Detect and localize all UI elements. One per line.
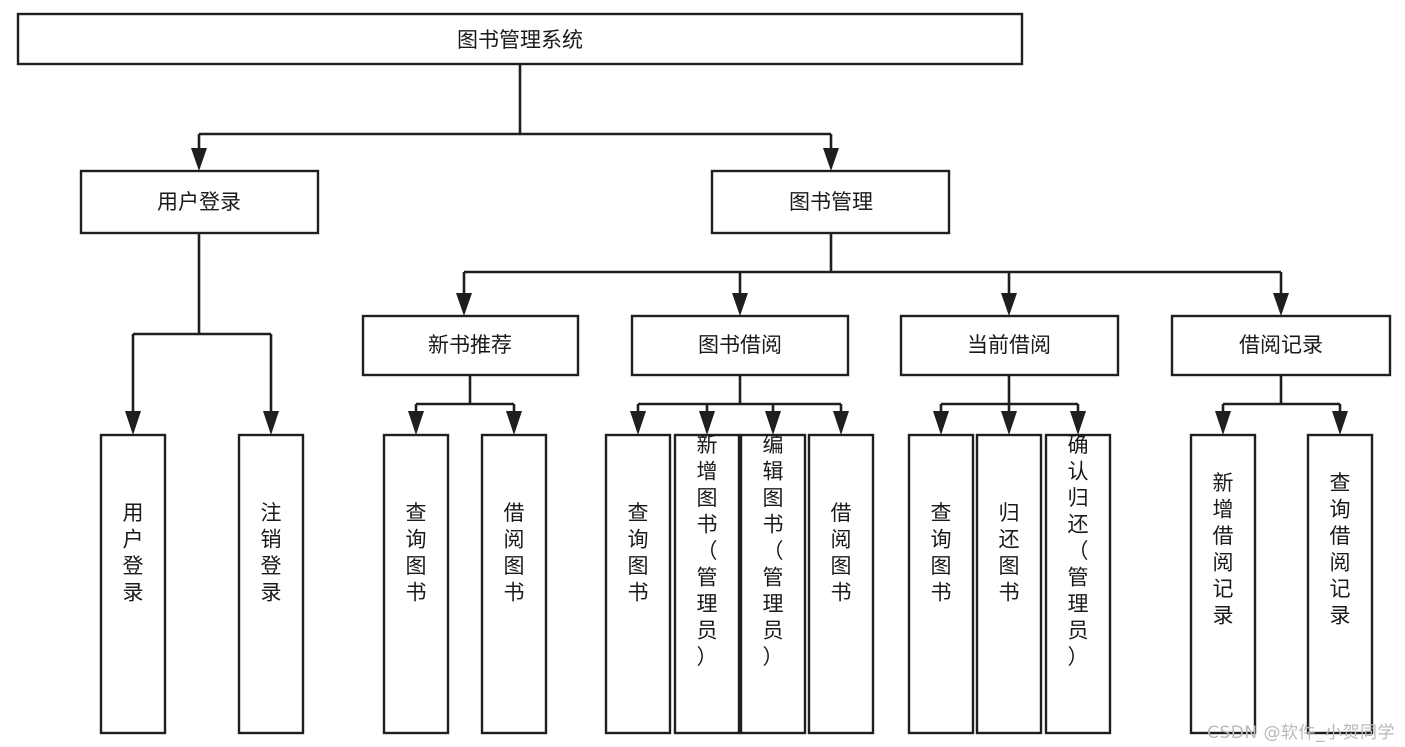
leaf-user-login-logout-box[interactable]	[237, 433, 305, 735]
leaf-user-login-logout[interactable]: 注销登录	[237, 433, 305, 735]
leaf-borrowrecord-add-record-label: 新增借阅记录	[1213, 471, 1234, 628]
leaf-currentborrow-return-book-box[interactable]	[975, 433, 1043, 735]
arrow-head-bookborrow-leaf-2	[699, 411, 715, 435]
node-book-borrow-box[interactable]	[630, 314, 850, 377]
leaf-bookborrow-add-book[interactable]: 新增图书（管理员）	[673, 433, 741, 735]
leaf-borrowrecord-query-record-label: 查询借阅记录	[1330, 471, 1351, 628]
leaf-borrowrecord-add-record[interactable]: 新增借阅记录	[1189, 433, 1257, 735]
arrow-head-newbook-leaf-2	[506, 411, 522, 435]
arrow-head-current-borrow	[1001, 293, 1017, 316]
arrow-head-book-borrow	[732, 293, 748, 316]
leaf-borrowrecord-query-record[interactable]: 查询借阅记录	[1306, 433, 1374, 735]
node-current-borrow[interactable]: 当前借阅	[899, 314, 1120, 377]
arrow-head-user-login	[191, 148, 207, 171]
arrow-head-userlogin-leaf-2	[263, 411, 279, 435]
arrow-head-borrowrecord-leaf-2	[1332, 411, 1348, 435]
node-current-borrow-box[interactable]	[899, 314, 1120, 377]
leaf-newbook-query-book[interactable]: 查询图书	[382, 433, 450, 735]
node-user-login-box[interactable]	[79, 169, 320, 235]
node-book-management-box[interactable]	[710, 169, 951, 235]
connectors-layer	[125, 64, 1348, 435]
leaf-bookborrow-borrow-book[interactable]: 借阅图书	[807, 433, 875, 735]
arrow-head-bookborrow-leaf-4	[833, 411, 849, 435]
leaf-bookborrow-edit-book[interactable]: 编辑图书（管理员）	[739, 433, 807, 735]
node-root-box[interactable]	[16, 12, 1024, 66]
node-new-book-recommend-box[interactable]	[361, 314, 580, 377]
leaf-newbook-borrow-book[interactable]: 借阅图书	[480, 433, 548, 735]
leaf-currentborrow-query-book-box[interactable]	[907, 433, 975, 735]
leaf-user-login-login-box[interactable]	[99, 433, 167, 735]
leaf-bookborrow-edit-book-label: 编辑图书（管理员）	[763, 433, 784, 669]
arrow-head-borrowrecord-leaf-1	[1215, 411, 1231, 435]
leaf-newbook-borrow-book-label: 借阅图书	[504, 501, 525, 605]
arrow-head-currentborrow-leaf-2	[1001, 411, 1017, 435]
arrow-head-borrow-record	[1273, 293, 1289, 316]
leaf-bookborrow-query-book-label: 查询图书	[628, 501, 649, 605]
arrow-head-new-book	[456, 293, 472, 316]
node-root-label: 图书管理系统	[457, 28, 583, 52]
arrow-head-book-mgmt	[823, 148, 839, 171]
leaf-newbook-query-book-box[interactable]	[382, 433, 450, 735]
leaf-bookborrow-add-book-box[interactable]	[673, 433, 741, 735]
arrow-head-bookborrow-leaf-1	[630, 411, 646, 435]
leaf-borrowrecord-query-record-box[interactable]	[1306, 433, 1374, 735]
node-borrow-record-label: 借阅记录	[1239, 333, 1323, 357]
leaf-currentborrow-confirm-return-box[interactable]	[1044, 433, 1112, 735]
arrow-head-bookborrow-leaf-3	[765, 411, 781, 435]
arrow-head-currentborrow-leaf-1	[933, 411, 949, 435]
leaf-bookborrow-borrow-book-label: 借阅图书	[831, 501, 852, 605]
leaf-user-login-logout-label: 注销登录	[261, 501, 282, 605]
leaf-bookborrow-query-book[interactable]: 查询图书	[604, 433, 672, 735]
leaf-currentborrow-return-book-label: 归还图书	[999, 501, 1020, 605]
leaf-user-login-login-label: 用户登录	[123, 501, 144, 605]
node-book-management[interactable]: 图书管理	[710, 169, 951, 235]
leaf-bookborrow-add-book-label: 新增图书（管理员）	[697, 433, 718, 669]
node-book-borrow[interactable]: 图书借阅	[630, 314, 850, 377]
leaf-newbook-query-book-label: 查询图书	[406, 501, 427, 605]
leaf-bookborrow-borrow-book-box[interactable]	[807, 433, 875, 735]
node-root[interactable]: 图书管理系统	[16, 12, 1024, 66]
arrow-head-newbook-leaf-1	[408, 411, 424, 435]
leaf-user-login-login[interactable]: 用户登录	[99, 433, 167, 735]
leaf-currentborrow-confirm-return-label: 确认归还（管理员）	[1068, 433, 1089, 669]
node-current-borrow-label: 当前借阅	[967, 333, 1051, 357]
node-user-login-label: 用户登录	[157, 190, 241, 214]
node-borrow-record-box[interactable]	[1170, 314, 1392, 377]
leaf-newbook-borrow-book-box[interactable]	[480, 433, 548, 735]
arrow-head-currentborrow-leaf-3	[1070, 411, 1086, 435]
node-user-login[interactable]: 用户登录	[79, 169, 320, 235]
leaf-currentborrow-query-book[interactable]: 查询图书	[907, 433, 975, 735]
node-borrow-record[interactable]: 借阅记录	[1170, 314, 1392, 377]
node-book-borrow-label: 图书借阅	[698, 333, 782, 357]
leaf-bookborrow-query-book-box[interactable]	[604, 433, 672, 735]
node-new-book-recommend-label: 新书推荐	[428, 333, 512, 357]
leaf-borrowrecord-add-record-box[interactable]	[1189, 433, 1257, 735]
leaf-currentborrow-query-book-label: 查询图书	[931, 501, 952, 605]
leaf-currentborrow-return-book[interactable]: 归还图书	[975, 433, 1043, 735]
arrow-head-userlogin-leaf-1	[125, 411, 141, 435]
leaf-currentborrow-confirm-return[interactable]: 确认归还（管理员）	[1044, 433, 1112, 735]
node-book-management-label: 图书管理	[789, 190, 873, 214]
leaf-bookborrow-edit-book-box[interactable]	[739, 433, 807, 735]
node-new-book-recommend[interactable]: 新书推荐	[361, 314, 580, 377]
